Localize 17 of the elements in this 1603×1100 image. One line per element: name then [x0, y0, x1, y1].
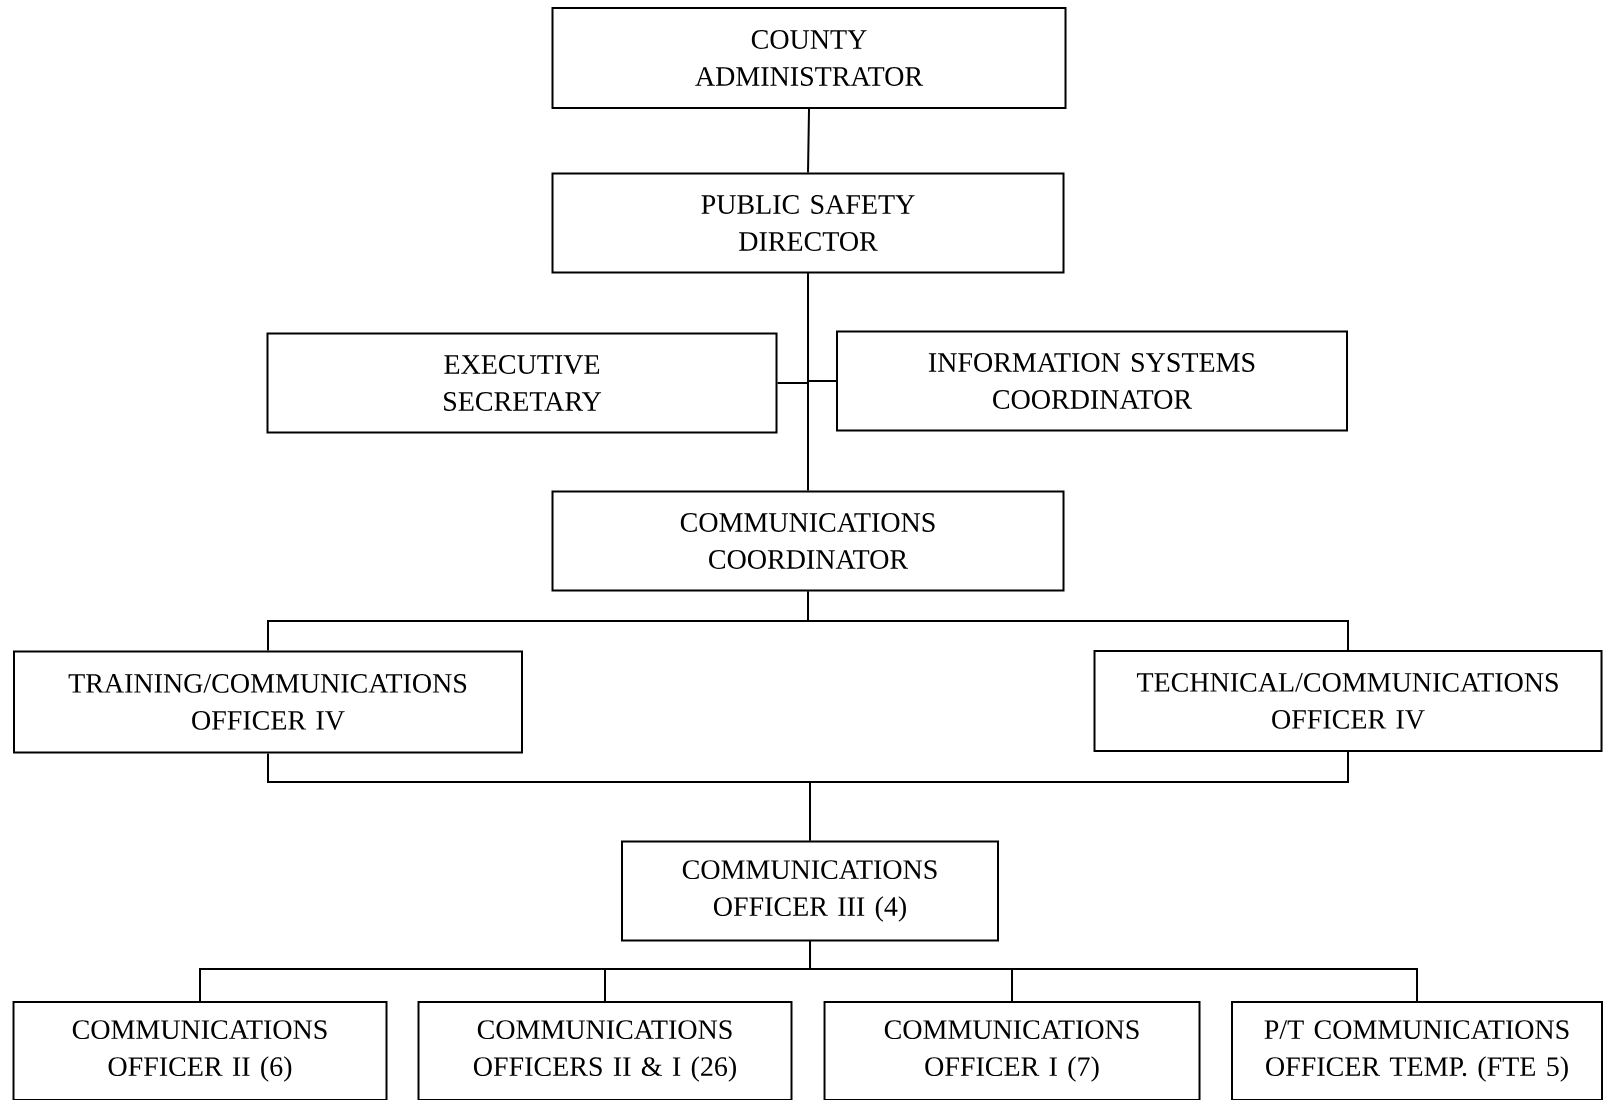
connector-line	[807, 108, 810, 174]
title-box: EXECUTIVE SECRETARY	[266, 332, 778, 434]
title-box: COMMUNICATIONS OFFICER III (4)	[621, 840, 999, 942]
title-box: TRAINING/COMMUNICATIONS OFFICER IV	[13, 650, 523, 754]
title-box: COMMUNICATIONS OFFICER II (6)	[12, 1001, 388, 1100]
title-box: P/T COMMUNICATIONS OFFICER TEMP. (FTE 5)	[1231, 1001, 1603, 1100]
title-box: INFORMATION SYSTEMS COORDINATOR	[836, 330, 1348, 432]
title-box: COMMUNICATIONS OFFICER I (7)	[823, 1001, 1201, 1100]
connector-line	[807, 590, 1349, 651]
title-box: PUBLIC SAFETY DIRECTOR	[551, 172, 1065, 274]
connector-line	[807, 272, 809, 492]
title-box: COMMUNICATIONS OFFICERS II & I (26)	[417, 1001, 793, 1100]
title-box: TECHNICAL/COMMUNICATIONS OFFICER IV	[1093, 650, 1603, 752]
connector-line	[809, 751, 1349, 842]
title-box: COUNTY ADMINISTRATOR	[551, 7, 1067, 109]
connector-line	[809, 940, 1418, 1002]
title-box: COMMUNICATIONS COORDINATOR	[551, 490, 1065, 592]
